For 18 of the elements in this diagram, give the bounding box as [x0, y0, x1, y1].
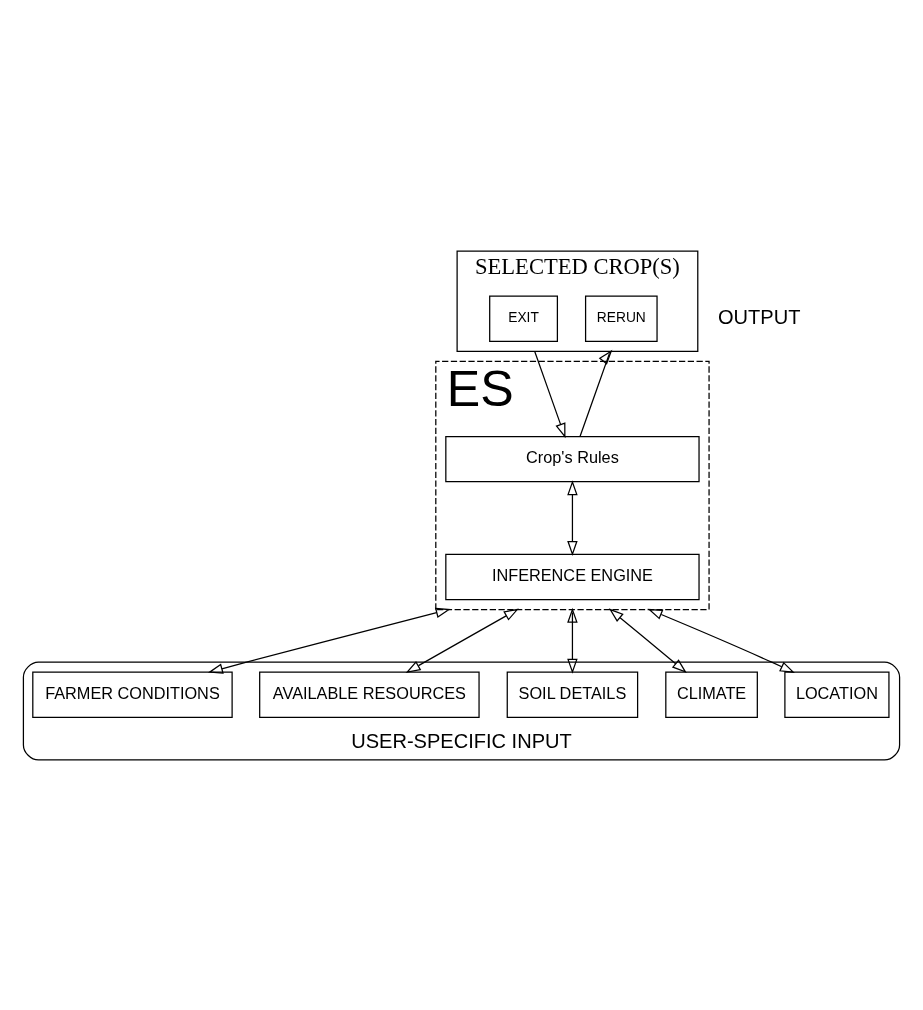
node-box: AVAILABLE RESOURCES: [259, 671, 480, 718]
arrow: [207, 607, 451, 674]
node-box: SOIL DETAILS: [506, 671, 639, 718]
arrow: [567, 479, 578, 556]
node-box: RERUN: [584, 295, 658, 342]
arrow: [579, 349, 613, 437]
node-box: CLIMATE: [665, 671, 758, 718]
node-box: EXIT: [489, 295, 558, 342]
node-box: INFERENCE ENGINE: [445, 553, 700, 600]
arrow: [608, 607, 687, 673]
node-label: OUTPUT: [717, 304, 801, 327]
node-box: FARMER CONDITIONS: [32, 671, 233, 718]
node-box: Crop's Rules: [445, 435, 700, 482]
arrow: [647, 608, 795, 673]
arrow: [567, 607, 578, 674]
node-box: LOCATION: [784, 671, 890, 718]
arrow: [534, 350, 566, 438]
arrow: [405, 608, 519, 673]
